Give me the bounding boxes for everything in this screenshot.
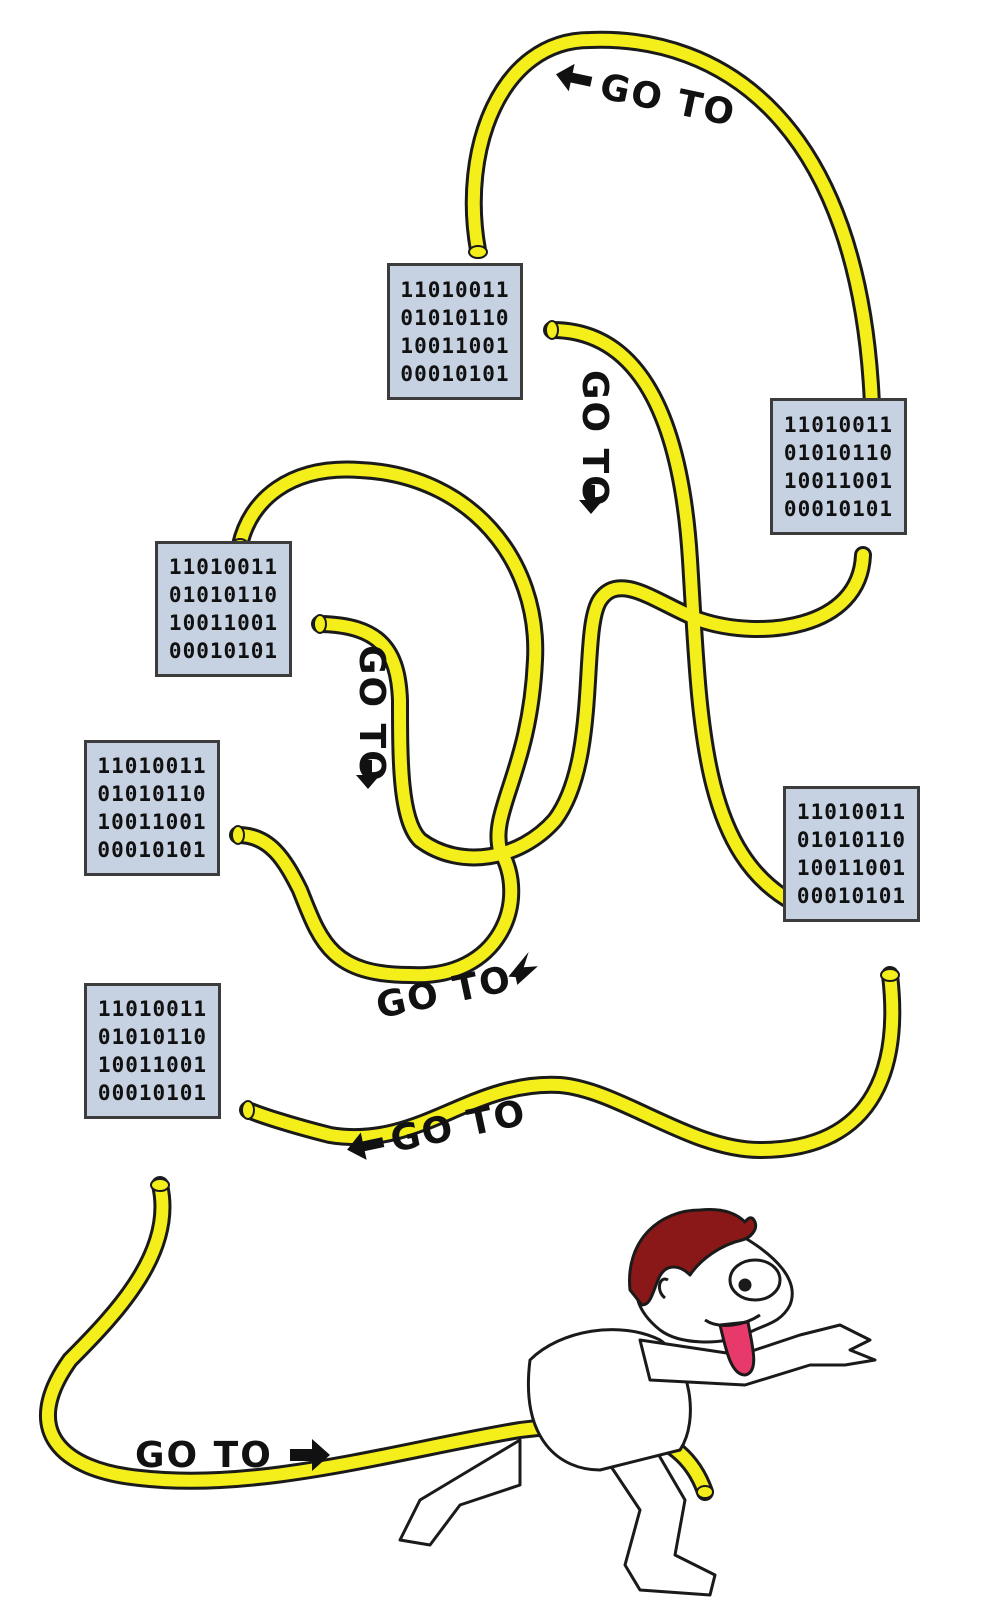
code-line: 01010110 xyxy=(796,828,907,852)
code-line: 01010110 xyxy=(168,583,279,607)
arrow-right-icon xyxy=(290,1439,330,1471)
code-line: 11010011 xyxy=(97,997,208,1021)
pupil xyxy=(738,1278,752,1292)
arrow-up-right-icon xyxy=(508,951,538,985)
code-line: 01010110 xyxy=(783,440,894,465)
arrow-left-icon xyxy=(347,1132,385,1160)
goto-label-vertical-right: GO TO xyxy=(574,370,615,514)
code-line: 11010011 xyxy=(783,412,894,437)
code-line: 00010101 xyxy=(97,838,207,862)
running-programmer-figure xyxy=(398,1208,877,1597)
code-line: 11010011 xyxy=(97,754,207,778)
code-line: 10011001 xyxy=(168,611,279,635)
code-box: 11010011 01010110 10011001 00010101 xyxy=(155,541,292,677)
hair xyxy=(628,1208,758,1307)
code-box: 11010011 01010110 10011001 00010101 xyxy=(770,398,907,535)
code-line: 10011001 xyxy=(796,856,907,880)
code-line: 11010011 xyxy=(400,277,510,302)
code-box: 11010011 01010110 10011001 00010101 xyxy=(387,263,523,400)
code-line: 00010101 xyxy=(783,496,894,521)
code-box: 11010011 01010110 10011001 00010101 xyxy=(84,740,220,876)
goto-text: GO TO xyxy=(574,370,615,508)
code-line: 00010101 xyxy=(168,639,279,663)
goto-label-bottom: GO TO xyxy=(135,1435,330,1476)
code-line: 10011001 xyxy=(97,1053,208,1077)
goto-text: GO TO xyxy=(351,645,392,783)
eye xyxy=(728,1258,782,1302)
tongue xyxy=(718,1320,756,1377)
code-line: 10011001 xyxy=(783,468,894,493)
code-line: 11010011 xyxy=(796,800,907,824)
code-line: 00010101 xyxy=(97,1081,208,1105)
arrow-down-icon xyxy=(356,760,380,789)
code-box: 11010011 01010110 10011001 00010101 xyxy=(783,786,920,922)
code-line: 01010110 xyxy=(97,1025,208,1049)
goto-label-vertical-left: GO TO xyxy=(351,645,392,789)
code-line: 10011001 xyxy=(97,810,207,834)
arrow-down-icon xyxy=(579,485,603,514)
wires xyxy=(39,30,902,1501)
code-line: 10011001 xyxy=(400,333,510,358)
goto-text: GO TO xyxy=(135,1435,273,1476)
code-line: 01010110 xyxy=(97,782,207,806)
code-line: 11010011 xyxy=(168,555,279,579)
code-line: 00010101 xyxy=(796,884,907,908)
arrow-left-icon xyxy=(556,63,593,92)
code-line: 00010101 xyxy=(400,361,510,386)
code-box: 11010011 01010110 10011001 00010101 xyxy=(84,983,221,1119)
code-line: 01010110 xyxy=(400,305,510,330)
